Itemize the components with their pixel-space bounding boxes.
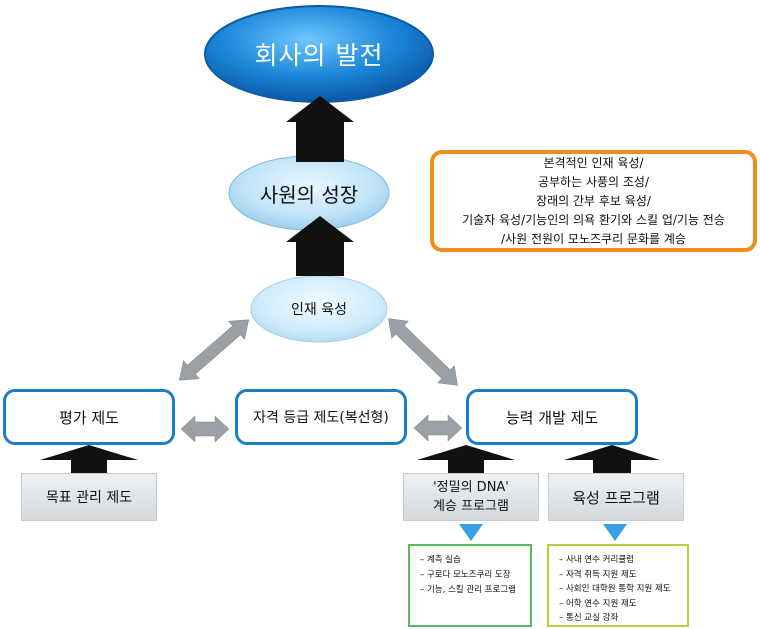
double-arrow-right-horizontal	[413, 414, 463, 442]
up-arrow-top	[286, 96, 354, 162]
dna-program-label-line1: '정밀의 DNA'	[433, 480, 509, 495]
talent-development-label: 인재 육성	[291, 302, 347, 318]
list-item: 구로다 모노즈쿠리 도장	[420, 568, 524, 583]
dna-program-label-line2: 계승 프로그램	[433, 499, 509, 514]
employee-growth-label: 사원의 성장	[259, 182, 359, 207]
goals-note-line: 장래의 간부 후보 육성/	[536, 193, 651, 208]
dna-program-box: '정밀의 DNA' 계승 프로그램	[403, 473, 539, 521]
list-item: 통신 교실 강좌	[559, 611, 681, 626]
list-item: 어학 연수 지원 제도	[559, 597, 681, 612]
double-arrow-left-horizontal	[180, 415, 230, 443]
list-item: 사내 연수 커리큘럼	[559, 553, 681, 568]
goals-note-line: /사원 전원이 모노즈쿠리 문화를 계승	[501, 231, 686, 246]
capability-development-label: 능력 개발 제도	[505, 408, 599, 427]
up-arrow-training	[564, 445, 660, 474]
list-item: 계측 실습	[420, 553, 524, 568]
goals-note-line: 공부하는 사풍의 조성/	[537, 174, 650, 189]
qualification-system-box: 자격 등급 제도(복선형)	[235, 389, 407, 445]
training-program-list: 사내 연수 커리큘럼 자격 취득 지원 제도 사회인 대학원 통학 지원 제도 …	[547, 544, 689, 627]
up-arrow-goal	[40, 445, 138, 474]
qualification-system-label: 자격 등급 제도(복선형)	[253, 410, 389, 426]
training-program-label: 육성 프로그램	[572, 488, 660, 507]
list-item: 기능, 스킬 관리 프로그램	[420, 583, 524, 598]
evaluation-system-label: 평가 제도	[59, 408, 119, 427]
evaluation-system-box: 평가 제도	[3, 389, 175, 445]
goals-note-line: 기술자 육성/기능인의 의욕 환기와 스킬 업/기능 전승	[462, 212, 725, 227]
up-arrow-dna	[417, 445, 515, 474]
dna-program-list: 계측 실습 구로다 모노즈쿠리 도장 기능, 스킬 관리 프로그램	[408, 544, 532, 627]
down-triangle-training	[603, 524, 627, 541]
list-item: 사회인 대학원 통학 지원 제도	[559, 582, 681, 597]
double-arrow-left-diagonal	[178, 319, 250, 381]
training-program-box: 육성 프로그램	[548, 473, 684, 521]
goals-note-line: 본격적인 인재 육성/	[543, 155, 644, 170]
capability-development-box: 능력 개발 제도	[466, 389, 638, 445]
down-triangle-dna	[459, 524, 483, 541]
list-item: 자격 취득 지원 제도	[559, 568, 681, 583]
goal-management-box: 목표 관리 제도	[21, 473, 157, 521]
double-arrow-right-diagonal	[388, 318, 458, 386]
up-arrow-middle	[286, 216, 354, 276]
company-development-label: 회사의 발전	[254, 41, 384, 70]
goals-note: 본격적인 인재 육성/ 공부하는 사풍의 조성/ 장래의 간부 후보 육성/ 기…	[430, 150, 757, 252]
goal-management-label: 목표 관리 제도	[45, 490, 133, 506]
